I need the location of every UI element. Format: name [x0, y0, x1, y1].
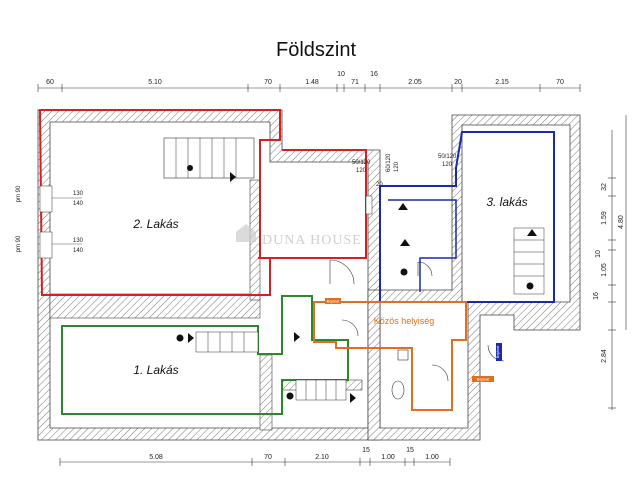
svg-text:DUNA HOUSE: DUNA HOUSE: [262, 233, 362, 248]
dim-bottom-6: 1.00: [425, 454, 439, 461]
bottom-dimension-line: 5.08 70 2.10 15 1.00 15 1.00: [59, 447, 451, 466]
common-area-outline: [313, 301, 467, 411]
apartment-2-label: 2. Lakás: [132, 217, 178, 231]
door-label-6: 120: [394, 161, 400, 172]
dim-top-10: 70: [556, 79, 564, 86]
apartment-3-label: 3. lakás: [486, 195, 527, 209]
dim-right-5: 16: [593, 292, 600, 300]
dim-top-8: 20: [454, 79, 462, 86]
dim-top-1: 5.10: [148, 79, 162, 86]
dim-top-2: 70: [264, 79, 272, 86]
dim-bottom-5: 15: [406, 447, 414, 454]
window-2-bottom: 140: [73, 248, 84, 254]
window-2-top: 130: [73, 238, 84, 244]
staircase-apartment-3: [398, 203, 545, 295]
dim-top-4: 10: [337, 71, 345, 78]
staircase-apartment-1: [176, 331, 356, 403]
dim-bottom-1: 70: [264, 454, 272, 461]
apartment-3-outline: [379, 131, 555, 303]
entrance-tag-1: Bejárat: [327, 299, 341, 304]
entrance-tag-2: Bejárat: [477, 377, 491, 382]
bathroom-fixtures: [365, 195, 409, 400]
plan-title: Földszint: [276, 39, 356, 61]
dim-right-0: 32: [601, 183, 608, 191]
window-1-top: 130: [73, 191, 84, 197]
dim-right-1: 1.59: [601, 211, 608, 225]
door-label-1: 50/120: [352, 160, 371, 166]
dim-right-4: 1.05: [601, 263, 608, 277]
dim-top-7: 2.05: [408, 79, 422, 86]
dim-bottom-0: 5.08: [149, 454, 163, 461]
window-labels: 130 140 130 140 pm 90 pm 90: [16, 185, 84, 259]
left-label-2: pm 90: [16, 235, 22, 252]
apartment-1-outline: [61, 295, 349, 415]
door-label-5: 60/120: [386, 153, 392, 172]
door-label-3: 50/120: [438, 154, 457, 160]
common-area-label: Közös helyiség: [374, 316, 435, 326]
dim-top-3: 1.48: [305, 79, 319, 86]
dim-top-9: 2.15: [495, 79, 509, 86]
top-dimension-line: 60 5.10 70 1.48 10 71 16 2.05 20 2.15 70: [37, 71, 581, 92]
dim-bottom-3: 15: [362, 447, 370, 454]
entrance-tags: Bejárat Bejárat Bejárat: [325, 298, 502, 382]
right-dimension-line: 32 1.59 4.80 10 1.05 16 2.84: [593, 115, 627, 410]
dim-top-0: 60: [46, 79, 54, 86]
dim-bottom-4: 1.00: [381, 454, 395, 461]
window-1-bottom: 140: [73, 201, 84, 207]
dim-right-3: 10: [595, 250, 602, 258]
door-label-4: 120: [442, 162, 453, 168]
left-label-1: pm 90: [16, 185, 22, 202]
entrance-tag-3: Bejárat: [495, 345, 500, 359]
door-size-labels: 50/120 120 50/120 120 60/120 120 20: [352, 153, 457, 188]
staircase-upper: [163, 137, 255, 182]
door-label-2: 120: [356, 168, 367, 174]
dim-top-5: 71: [351, 79, 359, 86]
door-label-7: 20: [376, 182, 383, 188]
watermark: DUNA HOUSE: [236, 224, 362, 248]
dim-bottom-2: 2.10: [315, 454, 329, 461]
dim-top-6: 16: [370, 71, 378, 78]
dim-right-2: 4.80: [618, 215, 625, 229]
dim-right-6: 2.84: [601, 349, 608, 363]
apartment-1-label: 1. Lakás: [133, 363, 178, 377]
